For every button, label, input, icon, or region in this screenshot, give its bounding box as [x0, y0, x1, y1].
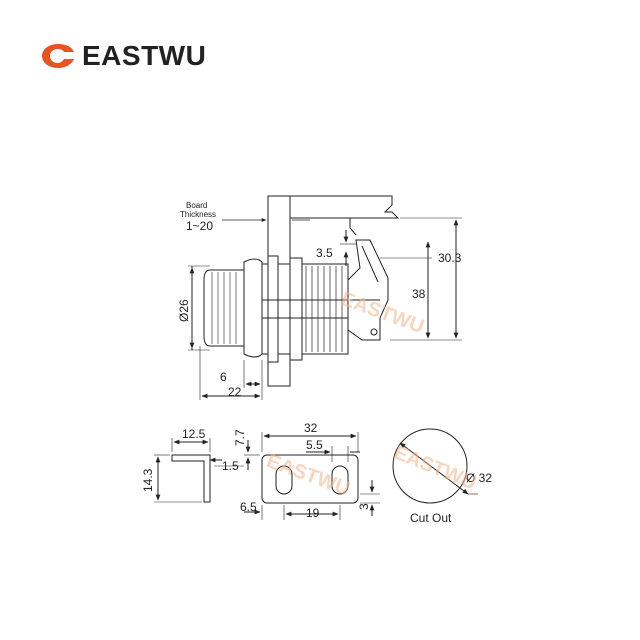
- dim-5-5-label: 5.5: [306, 438, 323, 452]
- top-rail: [290, 195, 400, 219]
- dim-1-5-label: 1.5: [222, 459, 239, 473]
- nut-front: [289, 257, 303, 361]
- slot-right: [331, 465, 349, 495]
- washer: [267, 255, 279, 363]
- body-threads: [299, 266, 343, 352]
- board-range-label: 1~20: [186, 219, 213, 233]
- dim-19-label: 19: [306, 506, 320, 520]
- cam-arm: [347, 239, 389, 341]
- brand-name: EASTWU: [82, 40, 207, 71]
- board-label-line2: Thickness: [180, 210, 216, 219]
- bezel: [243, 258, 263, 358]
- knob-knurl: [211, 272, 237, 344]
- dim-22-label: 22: [228, 385, 242, 399]
- dim-3-label: 3: [357, 503, 371, 510]
- bracket-profile: [171, 454, 211, 503]
- knob-head: [203, 269, 245, 347]
- dim-14-3-label: 14.3: [141, 468, 155, 492]
- dim-38-label: 38: [412, 287, 426, 301]
- bracket-side-view: [154, 438, 244, 503]
- dim-30-3-label: 30.3: [438, 251, 462, 265]
- knob-diameter-label: Ø26: [177, 299, 191, 322]
- dim-3-5-label: 3.5: [316, 246, 333, 260]
- dim-7-7-label: 7.7: [233, 429, 247, 446]
- cutout-diameter-label: Ø 32: [466, 471, 492, 485]
- dim-6-label: 6: [220, 370, 227, 384]
- dim-12-5-label: 12.5: [182, 427, 206, 441]
- board-label-line1: Board: [186, 201, 207, 210]
- bracket-plate-view: [244, 432, 380, 520]
- brand-logo: EASTWU: [40, 40, 206, 72]
- dim-6-5-label: 6.5: [240, 500, 257, 514]
- eastwu-logo-icon: [42, 44, 74, 68]
- cutout-label: Cut Out: [410, 511, 452, 525]
- slot-left: [275, 465, 293, 495]
- rail-step: [290, 217, 357, 236]
- cutout-view: [392, 428, 478, 504]
- watermark-cutout: EASTWU: [391, 442, 480, 495]
- dim-32-label: 32: [304, 421, 318, 435]
- lock-side-view: [188, 195, 462, 400]
